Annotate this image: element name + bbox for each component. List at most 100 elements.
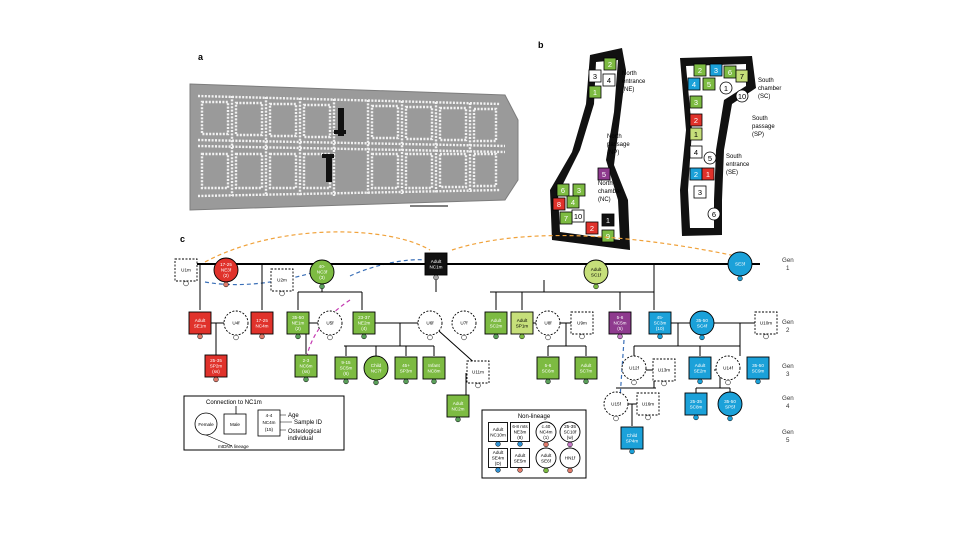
south-cell-label: 2: [694, 170, 698, 179]
map-a: [189, 83, 519, 211]
individual-label: (10): [656, 326, 665, 331]
mtdna-lineage-dot: [495, 441, 501, 447]
mtdna-lineage-dot: [197, 333, 203, 340]
mtdna-lineage-dot: [631, 379, 637, 386]
legend-osteo-label-2: individual: [288, 436, 313, 442]
north-cell-box: [588, 85, 602, 99]
pedigree-lines: [196, 263, 762, 426]
generation-label: 2: [786, 327, 790, 334]
individual-label: HN1f: [565, 456, 576, 461]
individual-label: SE3f: [735, 262, 746, 267]
mtdna-lineage-dot: [545, 334, 551, 341]
panel-label-c: c: [180, 234, 185, 244]
individual-label: (1): [543, 435, 549, 440]
mtdna-lineage-dot: [327, 334, 333, 341]
north-cell-label: 4: [607, 76, 611, 85]
mtdna-lineage-dot: [475, 382, 481, 389]
south-cell-box: [689, 113, 703, 127]
individual-label: 25-35: [690, 399, 702, 404]
individual-label: NE3m: [514, 430, 527, 435]
individual-label: 35-50: [724, 399, 736, 404]
individual-label: Adult: [695, 363, 706, 368]
mtdna-lineage-dot: [373, 379, 379, 386]
south-cell-box: [703, 151, 717, 165]
mtdna-lineage-dot: [461, 334, 467, 341]
individual-label: NC10m: [490, 432, 506, 437]
north-cell-box: [602, 73, 616, 87]
mtdna-lineage-dot: [259, 333, 265, 340]
individual-label: NC4m: [255, 323, 268, 328]
north-cell-box: [601, 229, 615, 243]
individual-label: NC3f: [317, 270, 328, 275]
mtdna-lineage-dot: [295, 333, 301, 340]
individual-label: U16m: [642, 402, 654, 407]
north-cell-label: 9: [606, 232, 610, 241]
south-area-label: chamber: [758, 86, 781, 92]
map-b-labels: Northentrance(NE)Northpassage(NP)Northch…: [598, 71, 781, 203]
individual-label: U14f: [723, 366, 733, 371]
individual-label: 5-6: [545, 363, 552, 368]
individual-label: SC5m: [340, 366, 353, 371]
legend-sample-label: Sample ID: [294, 420, 323, 426]
mtdna-lineage-dot: [431, 378, 437, 385]
individual-label: SE1m: [194, 323, 207, 328]
north-cell-label: 10: [574, 212, 582, 221]
individual-sp3m: 45+SP3m: [394, 356, 418, 385]
south-area-label: (SC): [758, 94, 770, 100]
south-cell-label: 7: [740, 72, 744, 81]
individual-label: SP1m: [516, 323, 529, 328]
orange-connection-2: [451, 234, 737, 257]
individual-label: NC1m: [429, 264, 442, 269]
individual-label: Adult: [493, 427, 504, 432]
south-cell-box: [693, 63, 707, 77]
generation-label: Gen: [782, 363, 794, 370]
individual-label: (5): [617, 326, 623, 331]
south-cell-box: [735, 89, 749, 103]
individual-u15f: U15f: [603, 391, 629, 422]
individual-label: U1m: [181, 268, 191, 273]
individual-label: SE4m: [492, 456, 505, 461]
south-cell-box: [689, 95, 703, 109]
mtdna-lineage-dot: [629, 448, 635, 455]
legend-mtdna: mtDNA lineage: [218, 444, 249, 449]
individual-label: U11m: [472, 370, 484, 375]
panel-label-b: b: [538, 40, 544, 50]
individual-label: Infant: [428, 363, 440, 368]
individual-label: SC3m: [654, 321, 667, 326]
individual-label: Adult: [491, 318, 502, 323]
mtdna-lineage-dot: [517, 467, 523, 473]
mtdna-lineage-dot: [737, 275, 743, 282]
south-cell-label: 6: [728, 68, 732, 77]
individual-label: 23-37: [358, 315, 370, 320]
mtdna-lineage-dot: [613, 415, 619, 422]
individual-label: Adult: [493, 450, 504, 455]
north-cell-label: 5: [602, 170, 606, 179]
north-area-label: North: [607, 134, 622, 140]
mtdna-lineage-dot: [319, 283, 325, 290]
male-symbol: [636, 392, 660, 416]
individual-label: 9-15: [341, 360, 351, 365]
individual-label: U9m: [577, 321, 587, 326]
south-cell-label: 1: [694, 130, 698, 139]
mtdna-lineage-dot: [543, 441, 549, 448]
mtdna-lineage-dot: [233, 334, 239, 341]
individual-label: SP5f: [725, 404, 736, 409]
legend-age-value: 4-4: [266, 413, 273, 418]
individual-u13m: U13m: [652, 358, 676, 387]
south-cell-label: 4: [692, 80, 696, 89]
individual-label: NE1m: [292, 321, 305, 326]
individual-label: U5f: [326, 321, 334, 326]
legend-age-label: Age: [288, 413, 299, 419]
south-cell-box: [701, 167, 715, 181]
south-cell-box: [719, 81, 733, 95]
